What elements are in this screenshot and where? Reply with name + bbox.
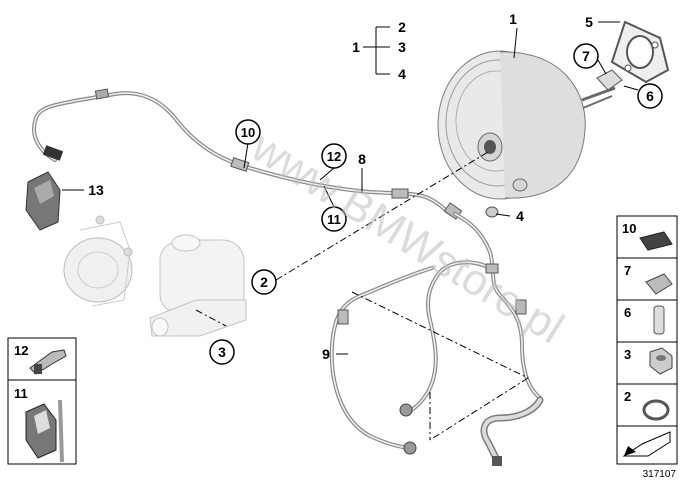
callout-11: 11 [327, 212, 341, 227]
callout-4: 4 [516, 208, 524, 224]
vacuum-pump [25, 171, 133, 307]
callout-3: 3 [218, 344, 226, 360]
leader-lines [62, 21, 639, 355]
vacuum-hose-lower [329, 212, 544, 466]
gasket [610, 20, 670, 84]
callout-group-2: 2 [398, 19, 406, 35]
legend-left: 12 11 [7, 337, 77, 465]
brake-fluid-reservoir [149, 234, 247, 337]
legend-left-11: 11 [14, 386, 28, 401]
callout-2: 2 [260, 274, 268, 290]
callout-group-3: 3 [398, 39, 406, 55]
callout-12: 12 [327, 149, 341, 164]
legend-right-10: 10 [622, 221, 636, 236]
brake-booster [437, 50, 616, 200]
callouts: 1 1 2 3 4 5 7 6 10 12 8 11 4 13 2 3 9 [88, 11, 663, 365]
callout-9: 9 [322, 346, 330, 362]
reference-lines [195, 151, 529, 441]
legend-right: 10 7 6 3 2 317107 [616, 215, 678, 480]
legend-right-7: 7 [624, 263, 631, 278]
callout-13: 13 [88, 182, 104, 198]
callout-1: 1 [509, 11, 517, 27]
callout-10: 10 [241, 125, 255, 140]
legend-left-12: 12 [14, 343, 28, 358]
diagram-number: 317107 [643, 469, 677, 480]
vacuum-pipe-upper [32, 88, 499, 220]
legend-right-6: 6 [624, 305, 631, 320]
legend-right-3: 3 [624, 347, 631, 362]
legend-right-2: 2 [624, 389, 631, 404]
callout-8: 8 [358, 151, 366, 167]
callout-6: 6 [646, 88, 654, 104]
callout-group-4: 4 [398, 66, 406, 82]
callout-group-1: 1 [352, 39, 360, 55]
callout-5: 5 [585, 14, 593, 30]
callout-7: 7 [582, 48, 590, 64]
clip [596, 69, 623, 91]
